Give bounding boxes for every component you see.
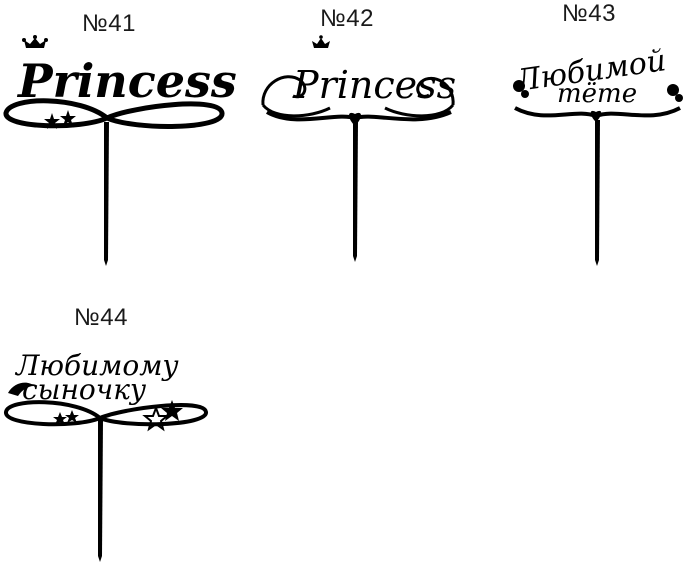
flower-icon <box>513 80 683 102</box>
topper-number: №42 <box>320 5 374 32</box>
topper-stick <box>595 120 600 266</box>
topper-text-line1: Любимому <box>14 349 179 382</box>
topper-44-shape: Любимому сыночку <box>4 349 208 562</box>
topper-stick <box>104 122 109 266</box>
topper-number: №41 <box>82 10 136 37</box>
star-outline-icon <box>142 405 170 432</box>
crown-icon <box>312 35 330 48</box>
topper-42-shape: Princess <box>261 35 456 262</box>
star-icon <box>44 110 76 129</box>
left-swirl <box>261 75 331 118</box>
infinity-loop <box>4 400 208 427</box>
heart-icon <box>590 110 602 122</box>
topper-44: №44 Любимому сыночку <box>0 300 230 566</box>
topper-41-shape: Princess <box>3 35 237 266</box>
topper-text-line2: тёте <box>557 79 637 109</box>
crown-icon <box>22 35 48 48</box>
topper-stick <box>353 122 358 262</box>
topper-43-shape: Любимой тёте <box>511 43 683 266</box>
topper-number: №44 <box>74 304 128 331</box>
topper-43: №43 Любимой тёте <box>505 0 688 270</box>
topper-41: №41 Princess <box>0 0 237 270</box>
bird-icon <box>8 382 34 396</box>
topper-number: №43 <box>562 0 616 27</box>
right-swirl <box>384 76 455 118</box>
topper-42: №42 Princess <box>255 0 465 270</box>
infinity-loop <box>3 98 225 129</box>
topper-stick <box>98 420 103 562</box>
heart-icon <box>349 112 361 126</box>
topper-text: Princess <box>292 63 456 107</box>
